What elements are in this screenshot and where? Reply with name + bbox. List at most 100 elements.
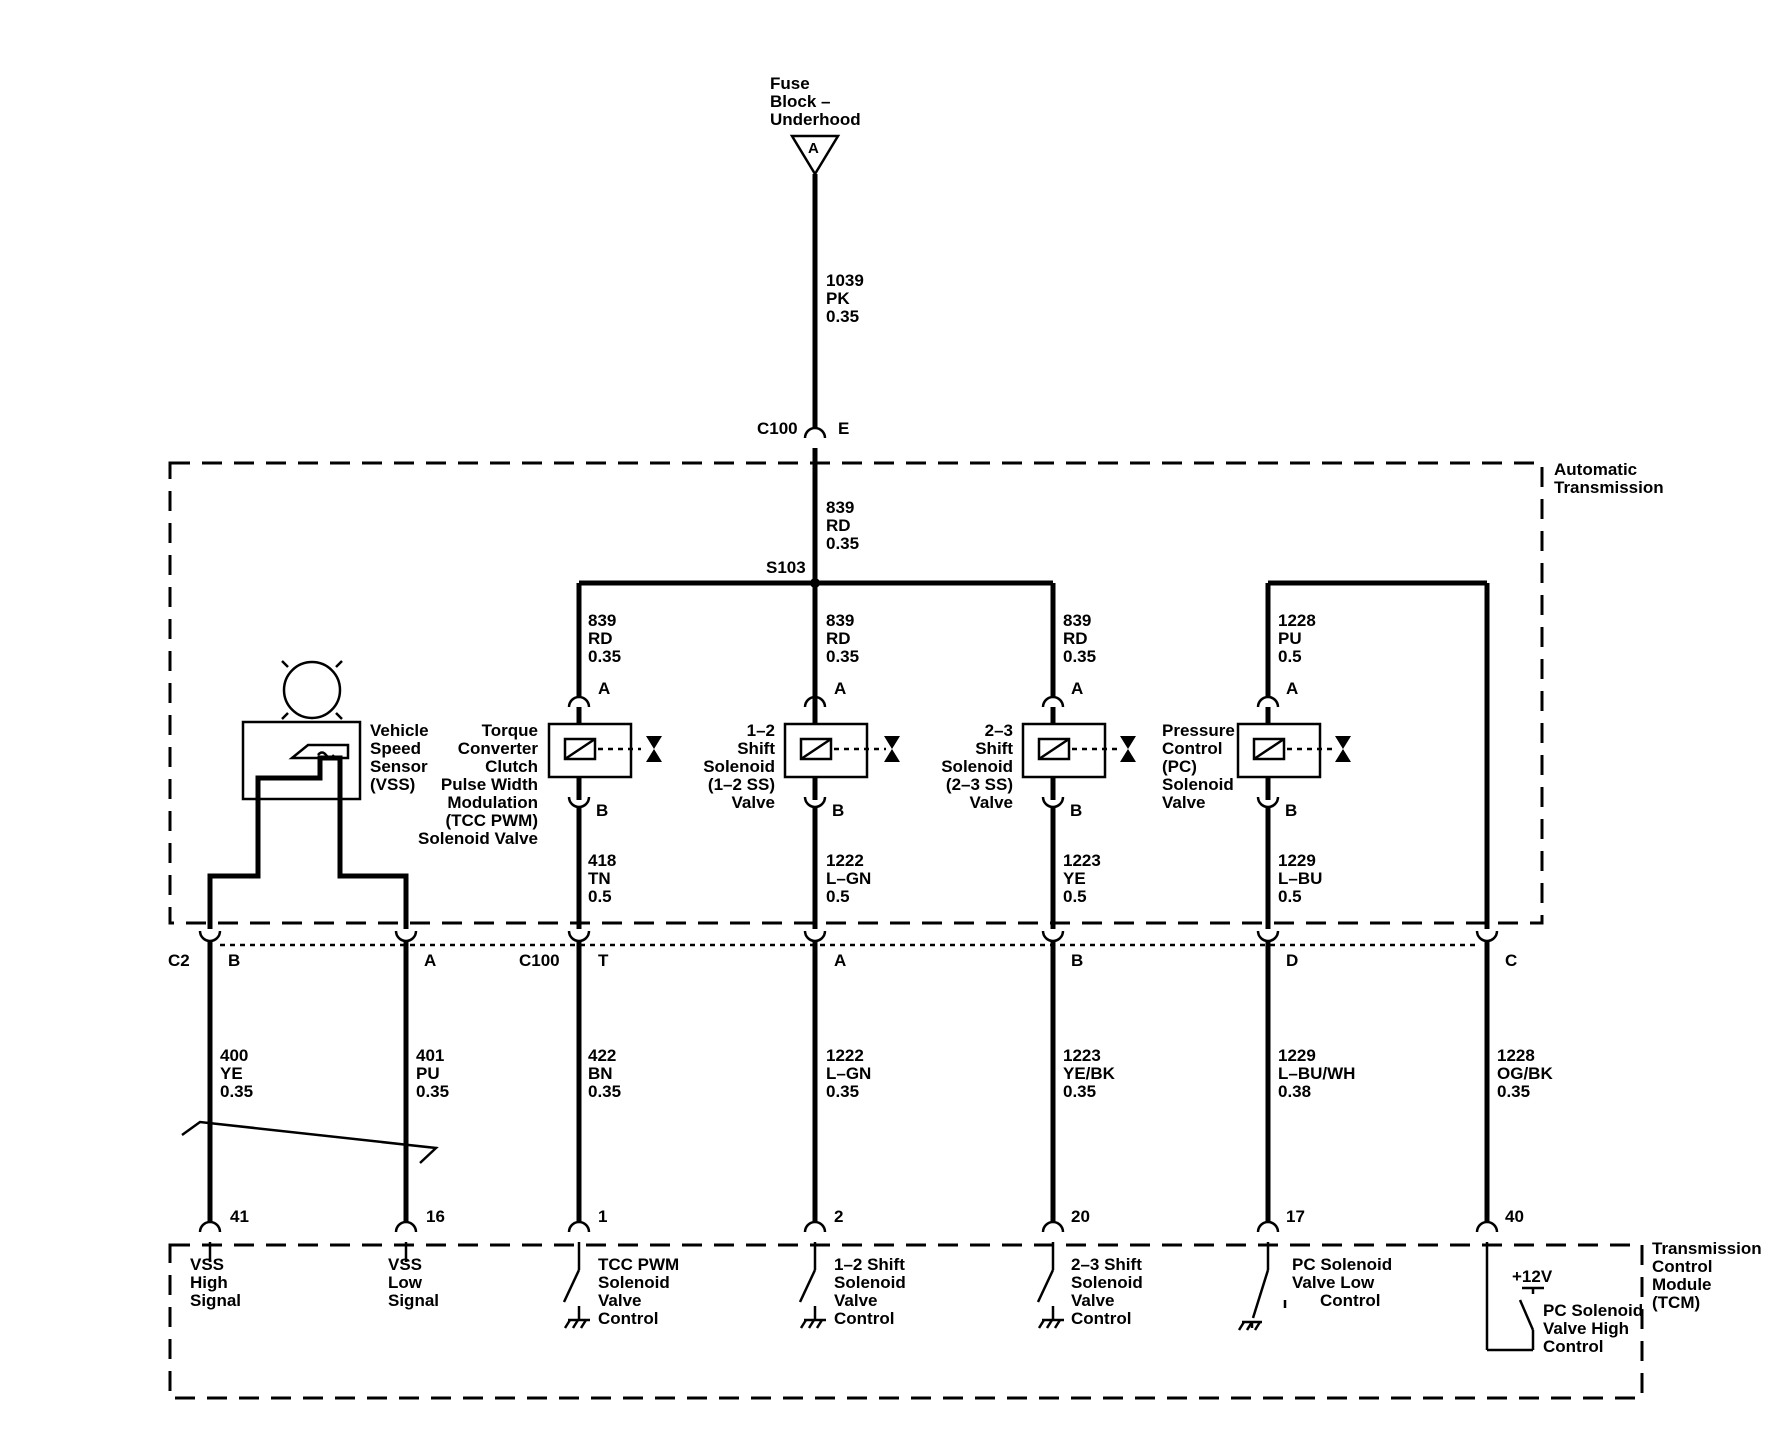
svg-text:Valve: Valve xyxy=(834,1291,878,1310)
svg-text:Solenoid: Solenoid xyxy=(1071,1273,1143,1292)
svg-text:Torque: Torque xyxy=(482,721,538,740)
lower-connectors xyxy=(198,930,1499,943)
svg-text:Valve: Valve xyxy=(598,1291,642,1310)
svg-text:Clutch: Clutch xyxy=(485,757,538,776)
svg-text:0.35: 0.35 xyxy=(826,647,859,666)
solenoid-coil-icon xyxy=(1037,737,1071,761)
connector-c100-e xyxy=(803,426,827,439)
valve-icon xyxy=(1335,736,1351,749)
svg-text:L–GN: L–GN xyxy=(826,1064,871,1083)
ground-switch-icon xyxy=(1237,1242,1287,1331)
svg-text:1229: 1229 xyxy=(1278,1046,1316,1065)
svg-text:YE: YE xyxy=(1063,869,1086,888)
svg-text:0.35: 0.35 xyxy=(588,1082,621,1101)
svg-text:YE/BK: YE/BK xyxy=(1063,1064,1116,1083)
svg-text:RD: RD xyxy=(1063,629,1088,648)
tcm-label: Control xyxy=(1652,1257,1712,1276)
svg-text:PU: PU xyxy=(1278,629,1302,648)
svg-text:Valve: Valve xyxy=(732,793,776,812)
svg-text:B: B xyxy=(1070,801,1082,820)
fuse-block-label: Underhood xyxy=(770,110,861,129)
valve-icon xyxy=(884,736,900,749)
svg-text:A: A xyxy=(1071,679,1083,698)
transmission-boundary xyxy=(168,461,1544,925)
svg-text:1222: 1222 xyxy=(826,1046,864,1065)
tcm-boundary xyxy=(168,1243,1644,1400)
svg-text:RD: RD xyxy=(588,629,613,648)
svg-text:Control: Control xyxy=(1071,1309,1131,1328)
svg-text:Signal: Signal xyxy=(388,1291,439,1310)
svg-text:A: A xyxy=(598,679,610,698)
svg-text:16: 16 xyxy=(426,1207,445,1226)
svg-text:0.5: 0.5 xyxy=(588,887,612,906)
svg-text:TCC PWM: TCC PWM xyxy=(598,1255,679,1274)
svg-text:(VSS): (VSS) xyxy=(370,775,415,794)
harness-labels: 400 YE 0.35 401 PU 0.35 422 BN 0.35 1222… xyxy=(220,1046,1553,1101)
svg-text:Pulse Width: Pulse Width xyxy=(441,775,538,794)
svg-text:B: B xyxy=(596,801,608,820)
svg-text:0.5: 0.5 xyxy=(1278,647,1302,666)
svg-text:422: 422 xyxy=(588,1046,616,1065)
svg-text:VSS: VSS xyxy=(190,1255,224,1274)
solenoid-coil-icon xyxy=(799,737,833,761)
svg-text:RD: RD xyxy=(826,629,851,648)
c100-top-name: C100 xyxy=(757,419,798,438)
svg-text:Control: Control xyxy=(1543,1337,1603,1356)
solenoid-tcc-pwm: 839 RD 0.35 A B Torque Converter Clutch … xyxy=(418,611,662,929)
feed2-circuit: 839 xyxy=(826,498,854,517)
svg-text:0.38: 0.38 xyxy=(1278,1082,1311,1101)
pin-label: B xyxy=(1071,951,1083,970)
tcm-label: Module xyxy=(1652,1275,1712,1294)
svg-text:400: 400 xyxy=(220,1046,248,1065)
feed2-color: RD xyxy=(826,516,851,535)
feed-gauge: 0.35 xyxy=(826,307,859,326)
svg-text:Pressure: Pressure xyxy=(1162,721,1235,740)
pin-label: C xyxy=(1505,951,1517,970)
svg-text:PC Solenoid: PC Solenoid xyxy=(1292,1255,1392,1274)
c100-label: C100 xyxy=(519,951,560,970)
svg-text:1228: 1228 xyxy=(1278,611,1316,630)
svg-text:Valve: Valve xyxy=(970,793,1014,812)
svg-text:0.35: 0.35 xyxy=(588,647,621,666)
vehicle-speed-sensor: Vehicle Speed Sensor (VSS) xyxy=(241,660,429,801)
svg-text:Control: Control xyxy=(1320,1291,1380,1310)
svg-text:Solenoid Valve: Solenoid Valve xyxy=(418,829,538,848)
svg-text:17: 17 xyxy=(1286,1207,1305,1226)
svg-text:Control: Control xyxy=(1162,739,1222,758)
svg-text:1229: 1229 xyxy=(1278,851,1316,870)
tcm-label: Transmission xyxy=(1652,1239,1762,1258)
svg-text:Valve: Valve xyxy=(1071,1291,1115,1310)
solenoid-coil-icon xyxy=(563,737,597,761)
fuse-pin: A xyxy=(808,140,819,157)
svg-text:2: 2 xyxy=(834,1207,843,1226)
svg-text:40: 40 xyxy=(1505,1207,1524,1226)
twisted-pair-icon xyxy=(181,1120,439,1164)
solenoid-2-3-shift: 839 RD 0.35 A B 2–3 Shift Solenoid (2–3 … xyxy=(941,611,1136,929)
svg-text:0.35: 0.35 xyxy=(1063,1082,1096,1101)
svg-text:Low: Low xyxy=(388,1273,423,1292)
svg-text:0.5: 0.5 xyxy=(1063,887,1087,906)
svg-text:Solenoid: Solenoid xyxy=(598,1273,670,1292)
svg-text:Shift: Shift xyxy=(975,739,1013,758)
high-side-switch-icon: +12V xyxy=(1485,1242,1553,1352)
valve-icon xyxy=(646,736,662,749)
svg-text:839: 839 xyxy=(826,611,854,630)
svg-text:(TCC PWM): (TCC PWM) xyxy=(445,811,538,830)
supply-label: +12V xyxy=(1512,1267,1553,1286)
svg-text:0.35: 0.35 xyxy=(1497,1082,1530,1101)
svg-text:Solenoid: Solenoid xyxy=(1162,775,1234,794)
svg-text:1: 1 xyxy=(598,1207,607,1226)
svg-text:Valve High: Valve High xyxy=(1543,1319,1629,1338)
svg-text:High: High xyxy=(190,1273,228,1292)
transmission-label: Transmission xyxy=(1554,478,1664,497)
svg-text:L–BU/WH: L–BU/WH xyxy=(1278,1064,1355,1083)
ground-switch-icon xyxy=(798,1242,826,1329)
sensor-reluctor-icon xyxy=(282,660,342,720)
svg-text:Converter: Converter xyxy=(458,739,539,758)
svg-text:Modulation: Modulation xyxy=(447,793,538,812)
tcm-function-labels: VSS High Signal VSS Low Signal TCC PWM S… xyxy=(190,1255,1643,1356)
fuse-block-label: Block – xyxy=(770,92,830,111)
ground-switch-icon xyxy=(1036,1242,1064,1329)
svg-text:TN: TN xyxy=(588,869,611,888)
